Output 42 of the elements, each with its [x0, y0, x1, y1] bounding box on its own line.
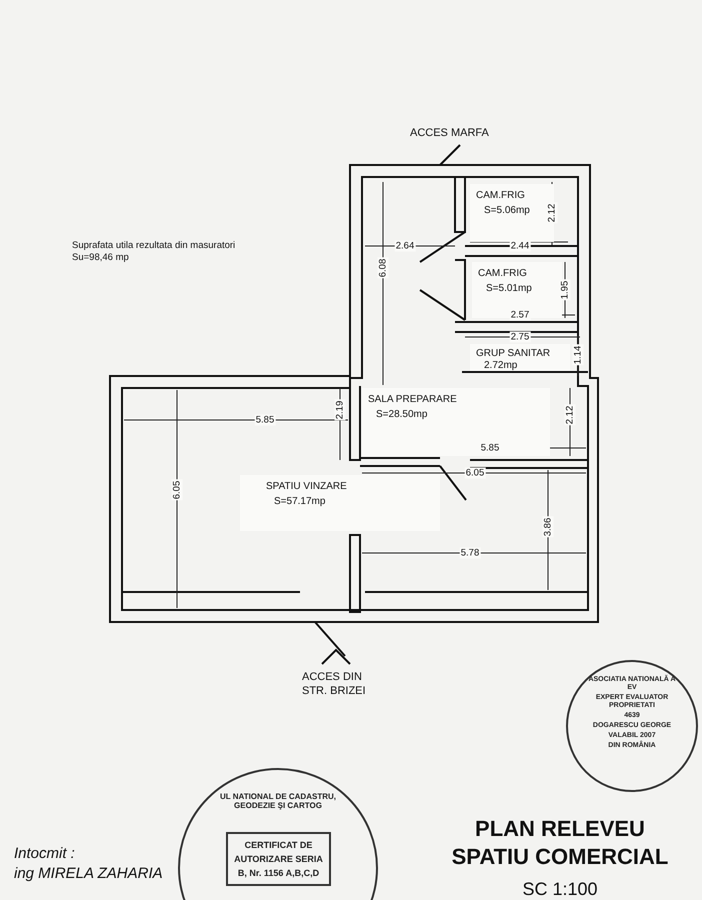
dimension-label: 2.44	[510, 240, 530, 252]
stamp-text: CERTIFICAT DE AUTORIZARE SERIA B, Nr. 1156 A,B,C,D	[234, 840, 323, 878]
dimension-label: 2.19	[334, 400, 346, 420]
author-label: ing MIRELA ZAHARIA	[14, 866, 163, 882]
stamp-text: UL NATIONAL DE CADASTRU, GEODEZIE ŞI CARTOG	[218, 792, 337, 810]
plan-title: PLAN RELEVEU SPATIU COMERCIAL	[450, 815, 670, 871]
dimension-label: 5.85	[480, 442, 500, 454]
author-label: Intocmit :	[14, 846, 75, 862]
room-name: CAM.FRIG	[476, 189, 526, 203]
dimension-label: 5.85	[254, 414, 276, 426]
room-name: SALA PREPARARE	[368, 393, 458, 407]
room-area	[470, 344, 570, 371]
scale-label: SC 1:100	[522, 880, 598, 898]
room-area	[472, 262, 562, 318]
room-area-value: S=28.50mp	[375, 408, 428, 422]
dimension-label: 5.78	[460, 548, 480, 558]
round-stamp	[566, 660, 698, 792]
dimension-label: 2.12	[546, 202, 558, 224]
dimension-label: 6.08	[378, 258, 388, 278]
dimension-label: 2.64	[394, 240, 416, 252]
area-note: Suprafata utila rezultata din masuratori Su=98,46 mp	[72, 240, 236, 264]
room-area	[240, 475, 440, 531]
room-area-value: 2.72mp	[483, 360, 518, 372]
room-area-value: S=57.17mp	[273, 495, 326, 509]
dimension-label: 6.05	[172, 480, 182, 500]
dimension-label: 1.14	[572, 344, 584, 366]
dimension-label: 2.57	[510, 310, 530, 320]
room-area	[362, 388, 550, 456]
dimension-label: 1.95	[560, 280, 570, 300]
access-label: ACCES MARFA	[410, 126, 490, 140]
dimension-label: 2.75	[510, 332, 530, 342]
dimension-label: 2.12	[564, 404, 576, 426]
room-area-value: S=5.06mp	[483, 204, 531, 218]
room-name: SPATIU VINZARE	[266, 480, 348, 494]
dimension-label: 3.86	[542, 516, 554, 538]
room-area-value: S=5.01mp	[485, 282, 533, 296]
access-label: ACCES DIN STR. BRIZEI	[302, 670, 367, 698]
room-name: CAM.FRIG	[478, 267, 528, 281]
dimension-label: 6.05	[464, 468, 486, 478]
certificate-box	[226, 832, 331, 886]
room-area	[470, 184, 554, 242]
room-name: GRUP SANITAR	[476, 348, 552, 360]
